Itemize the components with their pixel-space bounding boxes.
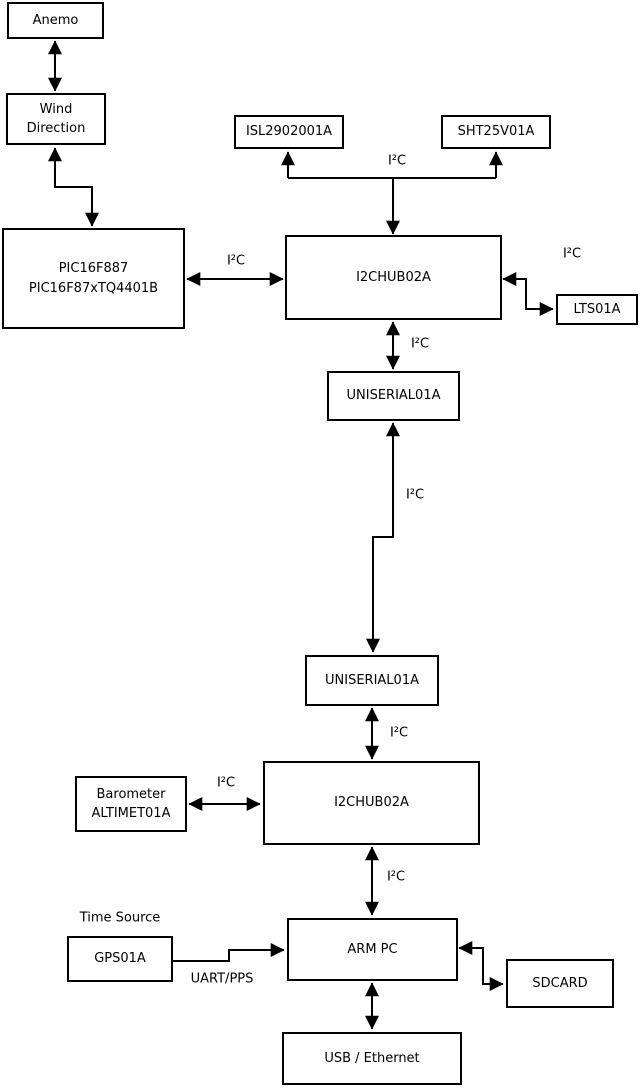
node-arm-pc: ARM PC: [287, 918, 458, 981]
bus-label-i2c-branch: I²C: [387, 153, 407, 169]
node-pic16f887: PIC16F887 PIC16F87xTQ4401B: [2, 228, 185, 329]
node-isl2902001a: ISL2902001A: [234, 115, 344, 149]
connector-armpc-sdcard: [458, 941, 504, 991]
connector-gps-armpc: [173, 943, 285, 962]
node-sdcard: SDCARD: [506, 959, 614, 1008]
node-barometer: Barometer ALTIMET01A: [75, 776, 187, 832]
node-uniserial01a-1: UNISERIAL01A: [327, 371, 460, 421]
connector-wind-pic: [48, 147, 99, 227]
node-wind-direction: Wind Direction: [6, 93, 106, 145]
bus-label-i2c-hub1-lts: I²C: [562, 246, 582, 262]
bus-label-uart-pps: UART/PPS: [190, 971, 254, 987]
node-gps01a: GPS01A: [67, 936, 173, 982]
connector-hub1-lts: [502, 272, 554, 316]
node-lts01a: LTS01A: [556, 294, 638, 325]
bus-label-i2c-pic-hub1: I²C: [226, 253, 246, 269]
bus-label-i2c-uni1-uni2: I²C: [405, 487, 425, 503]
node-i2chub02a-1: I2CHUB02A: [285, 235, 502, 320]
bus-label-i2c-baro-hub2: I²C: [216, 775, 236, 791]
connector-uniserial1-uniserial2: [366, 422, 400, 653]
node-uniserial01a-2: UNISERIAL01A: [305, 655, 439, 706]
node-sht25v01a: SHT25V01A: [441, 115, 551, 149]
bus-label-i2c-hub2-armpc: I²C: [386, 869, 406, 885]
node-anemo: Anemo: [7, 2, 104, 39]
node-usb-ethernet: USB / Ethernet: [282, 1032, 462, 1085]
bus-label-i2c-hub1-uni1: I²C: [410, 336, 430, 352]
annotation-time-source: Time Source: [79, 910, 161, 926]
node-i2chub02a-2: I2CHUB02A: [263, 761, 480, 845]
bus-label-i2c-uni2-hub2: I²C: [389, 725, 409, 741]
